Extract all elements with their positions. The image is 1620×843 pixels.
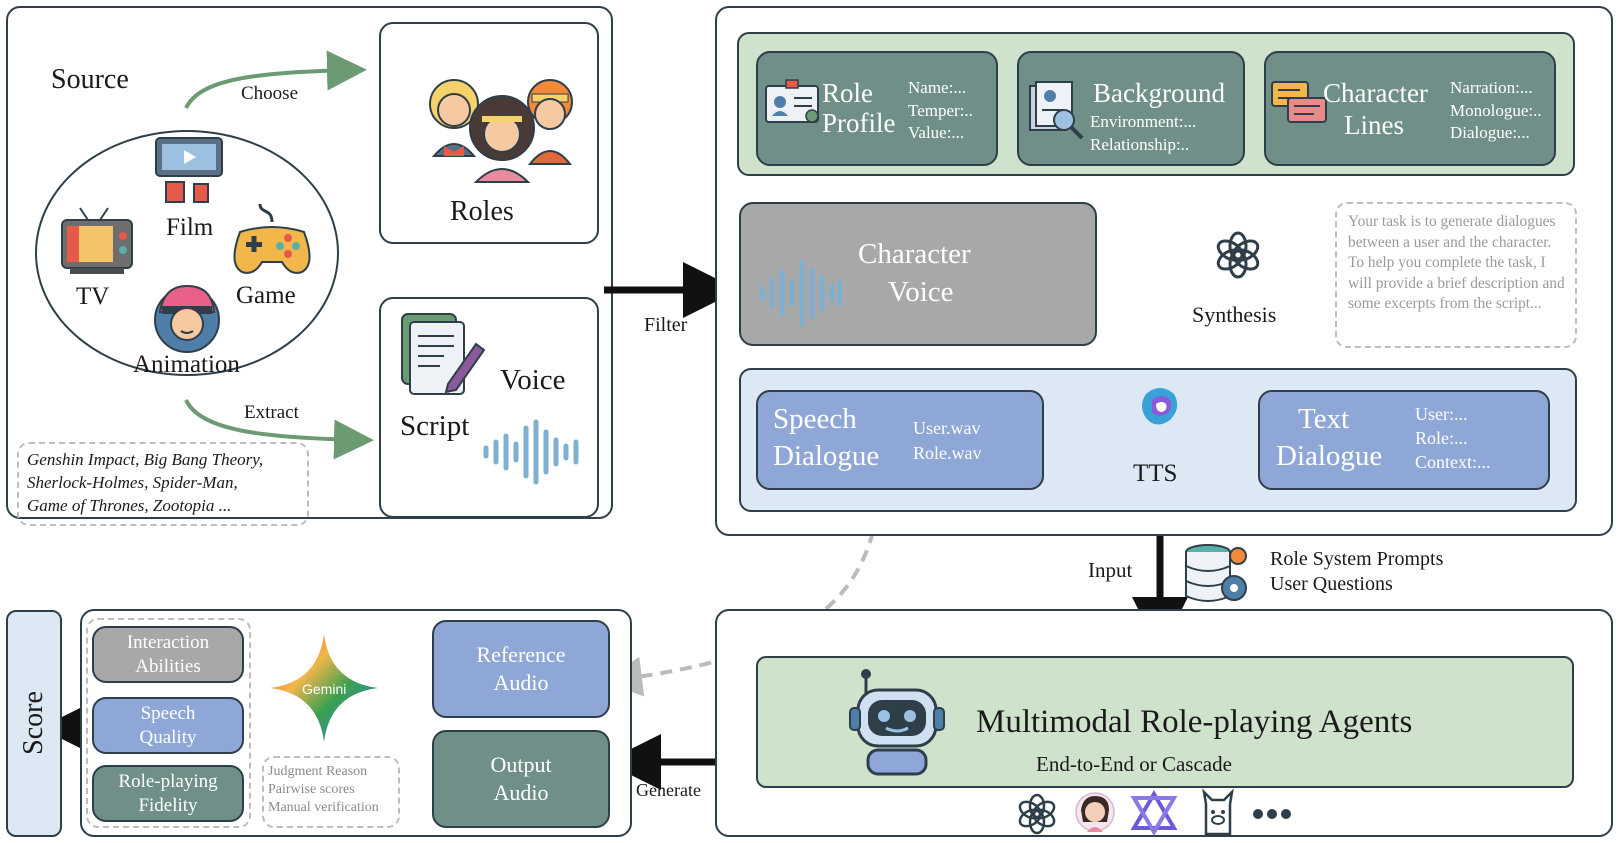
input-label: Input [1088, 558, 1133, 582]
agents-subtitle: End-to-End or Cascade [1036, 752, 1232, 776]
background-title: Background [1093, 78, 1225, 108]
game-label: Game [236, 282, 296, 309]
speech-dialogue-field-2: Role.wav [913, 443, 982, 463]
more-ellipsis-icon [1253, 809, 1291, 819]
tv-label: TV [76, 283, 110, 310]
script-label: Script [400, 410, 470, 442]
metric-speech-line-2: Quality [139, 726, 197, 748]
gemini-label: Gemini [302, 681, 347, 697]
prompt-text-box [1335, 202, 1577, 348]
speech-dialogue-card [756, 390, 1044, 490]
output-audio-line-1: Output [490, 752, 552, 777]
filter-label: Filter [644, 314, 688, 336]
chat-bubbles-icon [1271, 81, 1327, 123]
generate-label: Generate [636, 780, 701, 800]
role-profile-field-3: Value:... [908, 123, 965, 142]
reference-audio-line-1: Reference [476, 642, 566, 667]
metric-fidelity-line-1: Role-playing [118, 770, 218, 792]
copilot-icon [1142, 388, 1178, 425]
character-lines-field-1: Narration:... [1450, 78, 1533, 97]
character-voice-title-1: Character [858, 238, 971, 270]
speech-dialogue-title-2: Dialogue [773, 440, 880, 472]
text-dialogue-card [1258, 390, 1550, 490]
metric-interaction-line-2: Abilities [135, 655, 201, 677]
text-dialogue-title-1: Text [1298, 403, 1350, 435]
voice-waveform-icon [483, 419, 579, 485]
database-gear-icon [1185, 544, 1247, 602]
metric-interaction-line-1: Interaction [126, 631, 210, 653]
metric-fidelity-line-2: Fidelity [138, 794, 198, 816]
script-document-icon [401, 313, 486, 395]
text-dialogue-title-2: Dialogue [1276, 440, 1383, 472]
metric-roleplaying-fidelity: Role-playing Fidelity [92, 765, 244, 822]
prompts-line-1: Role System Prompts [1270, 548, 1444, 570]
metric-speech-line-1: Speech [140, 702, 196, 724]
animation-character-icon [154, 284, 220, 353]
robot-icon [849, 669, 945, 776]
examples-line-3: Game of Thrones, Zootopia ... [27, 496, 232, 515]
source-title: Source [51, 64, 129, 95]
character-lines-field-3: Dialogue:... [1450, 123, 1530, 142]
judgment-line-1: Judgment Reason [268, 764, 368, 779]
roles-label: Roles [450, 196, 514, 227]
roles-characters-icon [429, 79, 573, 183]
tv-icon [61, 207, 133, 274]
source-circle [35, 130, 339, 376]
llama-model-icon [1202, 788, 1234, 836]
speech-dialogue-field-1: User.wav [913, 418, 981, 438]
role-profile-card [756, 51, 998, 166]
score-label: Score [18, 691, 49, 755]
animation-label: Animation [133, 351, 240, 378]
metric-speech-quality: Speech Quality [92, 697, 244, 754]
film-label: Film [166, 214, 214, 241]
prompt-text: Your task is to generate dialogues betwe… [1348, 213, 1565, 312]
judgment-box [262, 756, 400, 828]
openai-model-icon [1018, 793, 1056, 835]
role-profile-field-2: Temper:.. [908, 101, 973, 120]
document-search-icon [1029, 81, 1084, 140]
voice-label: Voice [500, 364, 566, 396]
metrics-box [86, 618, 251, 828]
agents-title: Multimodal Role-playing Agents [976, 704, 1413, 740]
examples-line-1: Genshin Impact, Big Bang Theory, [27, 450, 264, 469]
role-profile-title-2: Profile [822, 108, 896, 138]
text-dialogue-field-1: User:... [1415, 404, 1468, 424]
background-field-2: Relationship:.. [1090, 135, 1190, 154]
metric-interaction-abilities: Interaction Abilities [92, 626, 244, 683]
judgment-line-3: Manual verification [268, 800, 379, 815]
character-lines-field-2: Monologue:.. [1450, 101, 1542, 120]
character-voice-waveform-icon [759, 259, 843, 327]
gamepad-icon [233, 203, 311, 274]
role-profile-field-1: Name:... [908, 78, 967, 97]
text-dialogue-field-2: Role:... [1415, 428, 1468, 448]
tts-label: TTS [1133, 460, 1178, 487]
examples-line-2: Sherlock-Holmes, Spider-Man, [27, 473, 238, 492]
openai-icon [1216, 231, 1260, 279]
character-lines-title-1: Character [1323, 78, 1428, 108]
examples-box [17, 442, 309, 526]
reference-audio-card: Reference Audio [432, 620, 610, 718]
score-box [6, 610, 62, 837]
output-audio-card: Output Audio [432, 730, 610, 828]
qwen-model-icon [1130, 790, 1178, 836]
character-voice-card [739, 202, 1097, 346]
extract-label: Extract [244, 402, 299, 423]
film-icon [155, 137, 223, 203]
avatar-model-icon [1075, 792, 1115, 832]
role-profile-title-1: Role [822, 78, 873, 108]
choose-label: Choose [241, 83, 298, 104]
id-card-icon [765, 79, 819, 123]
reference-audio-line-2: Audio [493, 670, 549, 695]
character-voice-title-2: Voice [888, 276, 954, 308]
judgment-line-2: Pairwise scores [268, 782, 355, 797]
character-lines-title-2: Lines [1344, 110, 1404, 140]
synthesis-label: Synthesis [1192, 302, 1277, 327]
text-dialogue-field-3: Context:... [1415, 452, 1491, 472]
prompts-line-2: User Questions [1270, 573, 1393, 595]
background-field-1: Environment:... [1090, 112, 1197, 131]
gemini-icon [270, 634, 378, 742]
speech-dialogue-title-1: Speech [773, 403, 857, 435]
output-audio-line-2: Audio [493, 780, 549, 805]
